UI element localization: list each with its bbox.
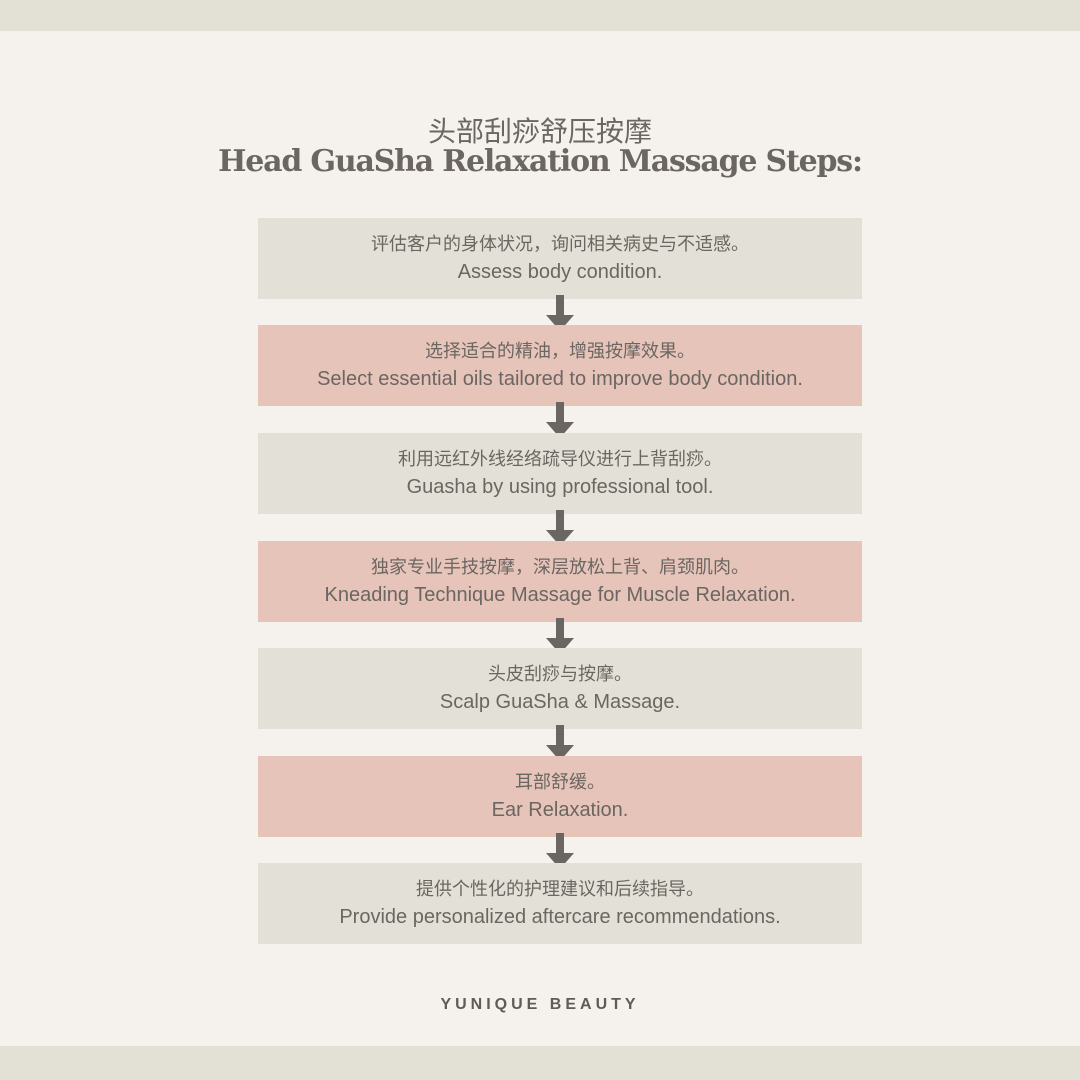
arrow-down-icon: [546, 295, 574, 331]
top-band: [0, 0, 1080, 31]
step-english: Kneading Technique Massage for Muscle Re…: [324, 583, 796, 606]
step-box-3: 利用远红外线经络疏导仪进行上背刮痧。 Guasha by using profes…: [258, 433, 862, 514]
bottom-band: [0, 1046, 1080, 1080]
title-chinese: 头部刮痧舒压按摩: [427, 115, 652, 148]
arrow-down-icon: [546, 402, 574, 438]
step-english: Ear Relaxation.: [491, 798, 629, 821]
step-english: Select essential oils tailored to improv…: [317, 367, 803, 390]
step-chinese: 选择适合的精油，增强按摩效果。: [425, 340, 695, 362]
step-english: Guasha by using professional tool.: [406, 475, 714, 498]
step-box-2: 选择适合的精油，增强按摩效果。 Select essential oils tai…: [258, 325, 862, 406]
arrow-down-icon: [546, 510, 574, 546]
step-chinese: 独家专业手技按摩，深层放松上背、肩颈肌肉。: [371, 556, 749, 578]
brand-name: YUNIQUE BEAUTY: [440, 996, 640, 1013]
step-box-1: 评估客户的身体状况，询问相关病史与不适感。 Assess body conditi…: [258, 218, 862, 299]
step-chinese: 耳部舒缓。: [515, 771, 605, 793]
step-box-6: 耳部舒缓。 Ear Relaxation.: [258, 756, 862, 837]
step-chinese: 利用远红外线经络疏导仪进行上背刮痧。: [398, 448, 722, 470]
arrow-down-icon: [546, 725, 574, 761]
step-chinese: 头皮刮痧与按摩。: [488, 663, 632, 685]
arrow-down-icon: [546, 833, 574, 869]
step-english: Assess body condition.: [457, 260, 663, 283]
step-chinese: 评估客户的身体状况，询问相关病史与不适感。: [371, 233, 749, 255]
step-english: Scalp GuaSha & Massage.: [439, 690, 681, 713]
step-chinese: 提供个性化的护理建议和后续指导。: [416, 878, 704, 900]
step-box-4: 独家专业手技按摩，深层放松上背、肩颈肌肉。 Kneading Technique …: [258, 541, 862, 622]
step-box-7: 提供个性化的护理建议和后续指导。 Provide personalized aft…: [258, 863, 862, 944]
title-english: Head GuaSha Relaxation Massage Steps:: [218, 144, 863, 179]
step-box-5: 头皮刮痧与按摩。 Scalp GuaSha & Massage.: [258, 648, 862, 729]
arrow-down-icon: [546, 618, 574, 654]
step-english: Provide personalized aftercare recommend…: [339, 905, 781, 928]
